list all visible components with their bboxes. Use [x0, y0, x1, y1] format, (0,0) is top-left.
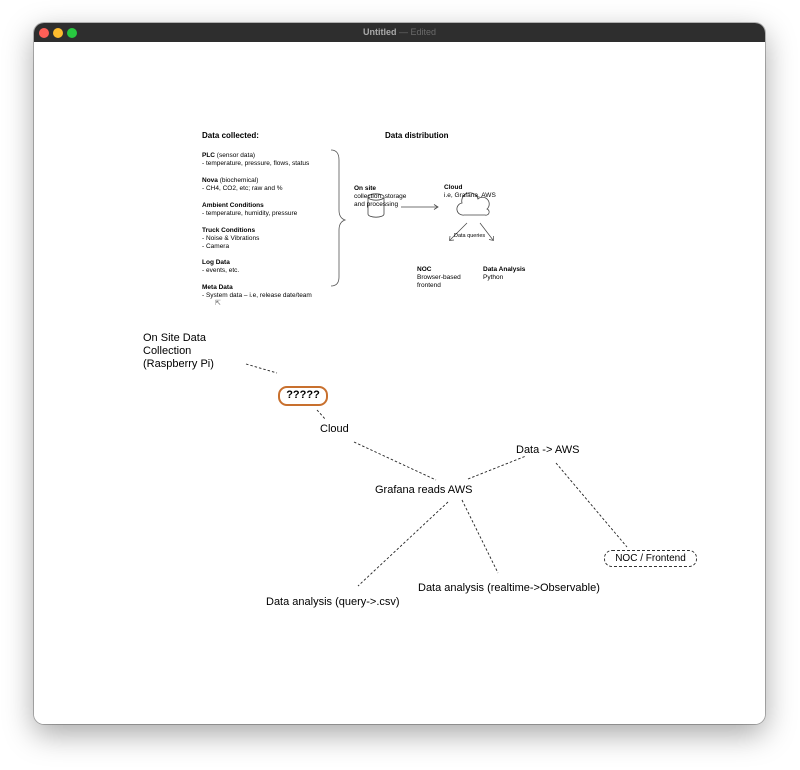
plc-title: PLC: [202, 152, 215, 159]
meta-line: - System data – i.e, release date/team: [202, 292, 312, 299]
dash-aws-to-noc: [555, 462, 628, 548]
truck-line-2: - Camera: [202, 243, 230, 250]
cloud-label[interactable]: Cloud: [320, 423, 349, 435]
analysis-title: Data Analysis: [483, 266, 526, 273]
document-canvas[interactable]: Data collected: PLC (sensor data) - temp…: [34, 42, 765, 724]
analysis-line: Python: [483, 274, 504, 281]
window-title: Untitled — Edited: [34, 23, 765, 42]
log-line: - events, etc.: [202, 267, 240, 274]
minimize-window-button[interactable]: [53, 28, 63, 38]
analysis-realtime-label[interactable]: Data analysis (realtime->Observable): [418, 582, 600, 594]
unknown-component-box[interactable]: ?????: [278, 386, 328, 406]
truck-line-1: - Noise & Vibrations: [202, 235, 260, 242]
cloud-title: Cloud: [444, 184, 463, 191]
plc-suffix: (sensor data): [215, 152, 256, 159]
brace-shape: [330, 149, 347, 287]
truck-group: Truck Conditions - Noise & Vibrations - …: [202, 227, 259, 251]
dash-cloud-to-grafana: [353, 441, 437, 481]
cloud-line: i.e, Grafana, AWS: [444, 192, 496, 199]
nova-line: - CH4, CO2, etc; raw and %: [202, 185, 283, 192]
arrow-to-analysis: [479, 222, 494, 241]
noc-line-2: frontend: [417, 282, 441, 289]
onsite-line-1: collection, storage: [354, 193, 407, 200]
grafana-label[interactable]: Grafana reads AWS: [375, 484, 473, 496]
truck-title: Truck Conditions: [202, 227, 256, 234]
analysis-block: Data Analysis Python: [483, 266, 525, 282]
noc-block: NOC Browser-based frontend: [417, 266, 461, 290]
data-aws-label[interactable]: Data -> AWS: [516, 444, 580, 456]
nova-suffix: (biochemical): [217, 177, 259, 184]
close-window-button[interactable]: [39, 28, 49, 38]
dash-onsite-to-box: [245, 363, 278, 374]
cursor-icon: ⇱: [215, 300, 221, 307]
dash-grafana-to-csv: [357, 501, 449, 587]
onsite-title: On site: [354, 185, 377, 192]
nova-group: Nova (biochemical) - CH4, CO2, etc; raw …: [202, 177, 283, 193]
database-icon: [367, 193, 385, 218]
data-queries-label: Data queries: [454, 233, 486, 239]
meta-group: Meta Data - System data – i.e, release d…: [202, 284, 312, 300]
cloud-icon: [456, 192, 490, 216]
dash-grafana-to-aws: [467, 455, 527, 480]
meta-title: Meta Data: [202, 284, 233, 291]
log-title: Log Data: [202, 259, 230, 266]
onsite-collection-line-2: Collection: [143, 345, 192, 357]
analysis-csv-label[interactable]: Data analysis (query->.csv): [266, 596, 400, 608]
noc-title: NOC: [417, 266, 432, 273]
edit-status: Edited: [410, 27, 437, 37]
log-group: Log Data - events, etc.: [202, 259, 239, 275]
onsite-block: On site collection, storage and processi…: [354, 185, 406, 209]
plc-line: - temperature, pressure, flows, status: [202, 160, 310, 167]
plc-group: PLC (sensor data) - temperature, pressur…: [202, 152, 309, 168]
maximize-window-button[interactable]: [67, 28, 77, 38]
onsite-collection-line-3: (Raspberry Pi): [143, 358, 214, 370]
onsite-collection-line-1: On Site Data: [143, 332, 206, 344]
document-title: Untitled: [362, 27, 397, 37]
noc-line-1: Browser-based: [417, 274, 461, 281]
data-collected-heading: Data collected:: [202, 131, 259, 140]
ambient-line: - temperature, humidity, pressure: [202, 210, 298, 217]
onsite-line-2: and processing: [354, 201, 399, 208]
title-separator: —: [398, 27, 408, 37]
data-distribution-heading: Data distribution: [385, 131, 449, 140]
ambient-title: Ambient Conditions: [202, 202, 264, 209]
nova-title: Nova: [202, 177, 218, 184]
title-bar[interactable]: Untitled — Edited: [34, 23, 765, 42]
dash-grafana-to-realtime: [461, 499, 499, 574]
arrow-head: [433, 204, 439, 210]
cloud-block: Cloud i.e, Grafana, AWS: [444, 184, 496, 200]
app-window: Untitled — Edited: [34, 23, 765, 724]
connector-lines: [245, 149, 628, 587]
ambient-group: Ambient Conditions - temperature, humidi…: [202, 202, 297, 218]
arrow-to-noc: [449, 222, 468, 241]
dash-box-to-cloud: [316, 409, 327, 421]
noc-frontend-box[interactable]: NOC / Frontend: [604, 550, 697, 567]
onsite-collection-label: On Site Data Collection (Raspberry Pi): [143, 332, 214, 371]
